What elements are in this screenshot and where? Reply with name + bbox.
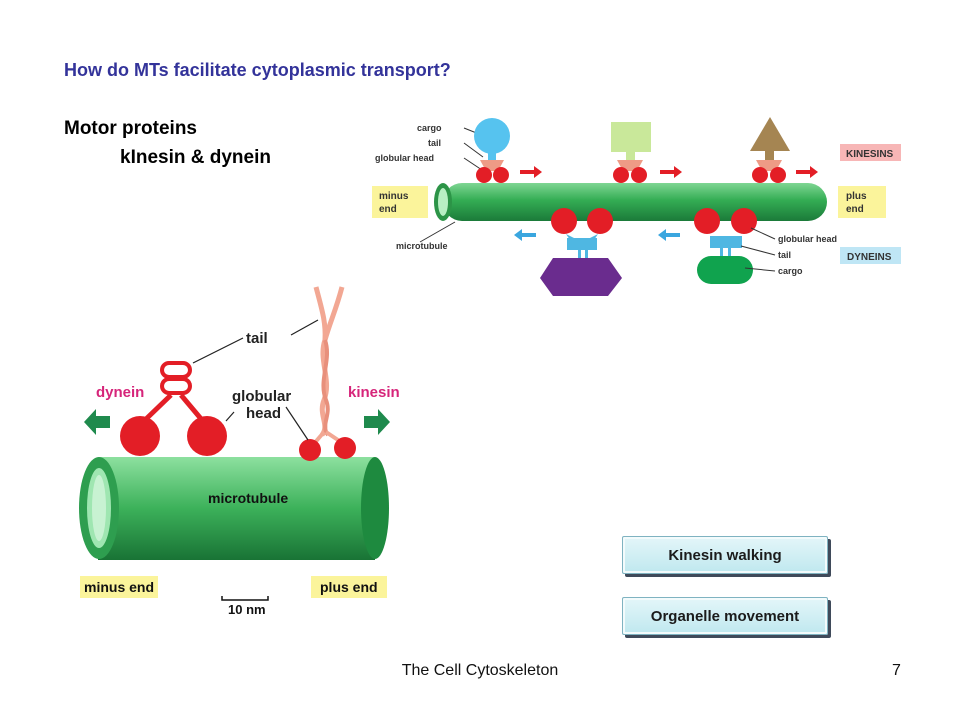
plus-end-line1: plus [846,191,867,202]
dynein-globular-head-label: globular head [778,234,837,244]
dyneins-tag: DYNEINS [840,247,901,264]
cargo-sphere [474,118,510,154]
dynein-motor-1 [540,208,622,296]
bottom-tail-label: tail [246,330,268,347]
scale-bar: 10 nm [221,596,269,617]
bottom-plus-end-tag: plus end [311,576,387,598]
bottom-motor-diagram: tail dynein kinesin globular head microt… [79,286,400,617]
minus-end-line1: minus [379,191,409,202]
bottom-leader-lines [192,319,319,441]
dynein-arrow-left [84,409,110,435]
dynein-direction-arrows [514,229,680,241]
slide-subheading: kInesin & dynein [120,147,271,168]
globular-head-line1: globular [232,388,291,405]
dynein-tail-label: tail [778,250,791,260]
dynein-motor-2 [694,208,757,284]
top-transport-diagram: cargo tail globular head microtubule glo… [372,117,901,296]
dynein-leader-lines [419,221,776,272]
scale-bar-label: 10 nm [228,602,266,617]
kinesins-tag: KINESINS [840,144,901,161]
cargo-box [611,122,651,152]
slide-question: How do MTs facilitate cytoplasmic transp… [64,60,451,80]
cargo-label: cargo [417,123,442,133]
bottom-microtubule-label: microtubule [208,490,288,506]
bottom-kinesin-motor [299,286,356,461]
minus-end-line2: end [379,204,397,215]
top-microtubule [434,183,827,221]
plus-end-line2: end [846,204,864,215]
page-number: 7 [892,662,901,679]
bottom-minus-end-tag: minus end [80,576,158,598]
kinesins-label: KINESINS [846,149,894,160]
dyneins-label: DYNEINS [847,252,892,263]
kinesin-direction-arrows [520,166,818,178]
bottom-kinesin-label: kinesin [348,384,400,401]
bottom-plus-end-label: plus end [320,579,378,595]
globular-head-label: globular head [375,153,434,163]
bottom-dynein-label: dynein [96,384,144,401]
slide-heading: Motor proteins [64,118,197,139]
dynein-cargo-label: cargo [778,266,803,276]
bottom-dynein-motor [120,361,227,456]
kinesin-motor-2 [611,122,651,183]
cargo-oval [697,256,753,284]
kinesin-walking-button[interactable]: Kinesin walking [622,536,828,574]
globular-head-line2: head [246,405,281,422]
kinesin-arrow-right [364,409,390,435]
bottom-minus-end-label: minus end [84,579,154,595]
minus-end-tag: minus end [372,186,428,218]
microtubule-label: microtubule [396,241,448,251]
kinesin-motor-1 [463,118,510,183]
kinesin-motor-3 [750,117,790,183]
bottom-microtubule [79,457,389,560]
organelle-movement-button[interactable]: Organelle movement [622,597,828,635]
bottom-direction-arrows [84,409,390,435]
plus-end-tag: plus end [838,186,886,218]
footer-title: The Cell Cytoskeleton [401,662,559,679]
cargo-triangle [750,117,790,151]
dynein-tail [567,238,597,250]
tail-label: tail [428,138,441,148]
cargo-hexagon [540,258,622,296]
